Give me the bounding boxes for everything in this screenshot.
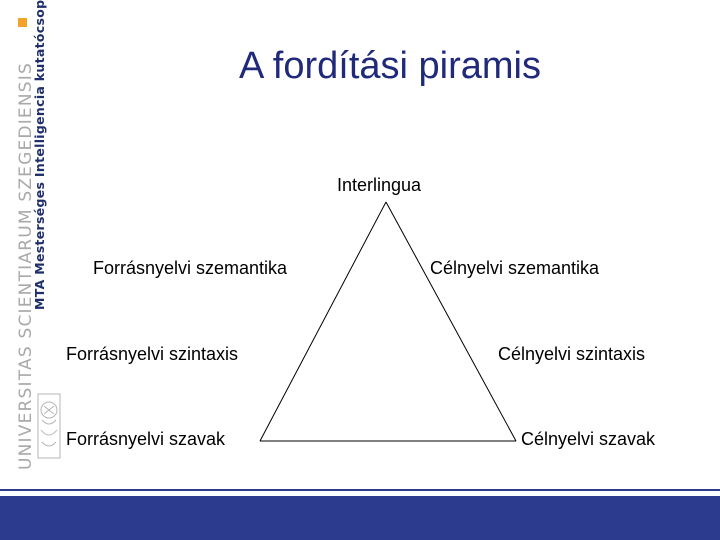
university-logo: MTA Mesterséges Intelligencia kutatócsop… xyxy=(0,0,62,480)
slide-title: A fordítási piramis xyxy=(239,45,541,87)
footer-bar xyxy=(0,496,720,540)
target-words-label: Célnyelvi szavak xyxy=(521,429,656,449)
pyramid-right-edge xyxy=(385,201,517,442)
target-syntax-label: Célnyelvi szintaxis xyxy=(498,344,646,364)
university-seal-icon xyxy=(37,393,61,459)
logo-square-icon xyxy=(18,18,27,27)
footer-divider xyxy=(0,489,720,491)
pyramid-left-edge xyxy=(259,201,387,442)
apex-label: Interlingua xyxy=(337,175,422,195)
source-words-label: Forrásnyelvi szavak xyxy=(66,429,226,449)
source-semantics-label: Forrásnyelvi szemantika xyxy=(93,258,288,278)
source-syntax-label: Forrásnyelvi szintaxis xyxy=(66,344,239,364)
target-semantics-label: Célnyelvi szemantika xyxy=(430,258,600,278)
